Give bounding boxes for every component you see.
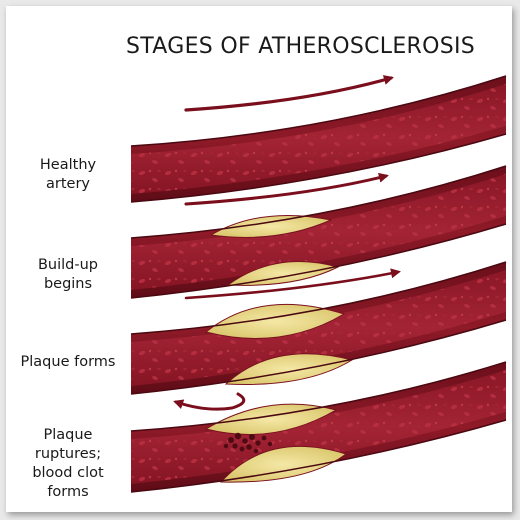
stage-label-buildup: Build-up begins [37,257,99,292]
stage-label-plaque: Plaque forms [20,354,116,370]
artery-plaque [130,261,507,395]
flow-arrow-healthy [184,75,394,112]
diagram-card: STAGES OF ATHEROSCLEROSIS Healthy artery… [6,6,512,512]
stage-label-rupture: Plaque ruptures; blood clot forms [32,427,104,500]
flow-arrow-buildup [184,172,389,206]
stage-label-healthy: Healthy artery [39,157,97,192]
flow-arrows [173,75,401,411]
artery-buildup [130,165,507,299]
artery-healthy [130,75,507,203]
page-title: STAGES OF ATHEROSCLEROSIS [126,34,476,59]
artery-illustration [130,75,507,493]
artery-rupture [130,361,507,493]
flow-arrow-reflux [173,392,246,411]
blood-clot [223,432,273,454]
flow-arrow-plaque [184,268,401,300]
